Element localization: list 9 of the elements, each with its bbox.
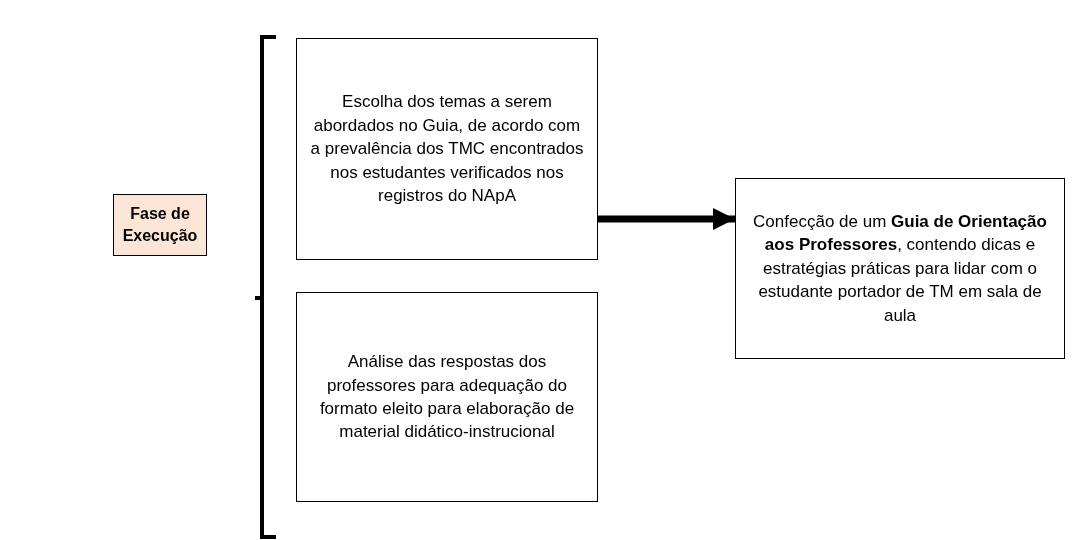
box-text: Escolha dos temas a serem abordados no Guia, de acordo com a prevalência dos TMC encontrados nos estudantes verificados nos registros do NApA bbox=[309, 91, 585, 208]
process-box bbox=[735, 178, 1065, 359]
process-box bbox=[296, 292, 598, 502]
process-box bbox=[296, 38, 598, 260]
process-box bbox=[113, 194, 207, 256]
box-text: Confecção de um Guia de Orientação aos Professores, contendo dicas e estratégias práticas para lidar com o estudante portador de TM em sala de aula bbox=[752, 210, 1048, 327]
arrow bbox=[598, 207, 735, 231]
box-text: Análise das respostas dos professores para adequação do formato eleito para elaboração de material didático-instrucional bbox=[318, 351, 576, 444]
box-text: Fase de Execução bbox=[122, 203, 198, 246]
